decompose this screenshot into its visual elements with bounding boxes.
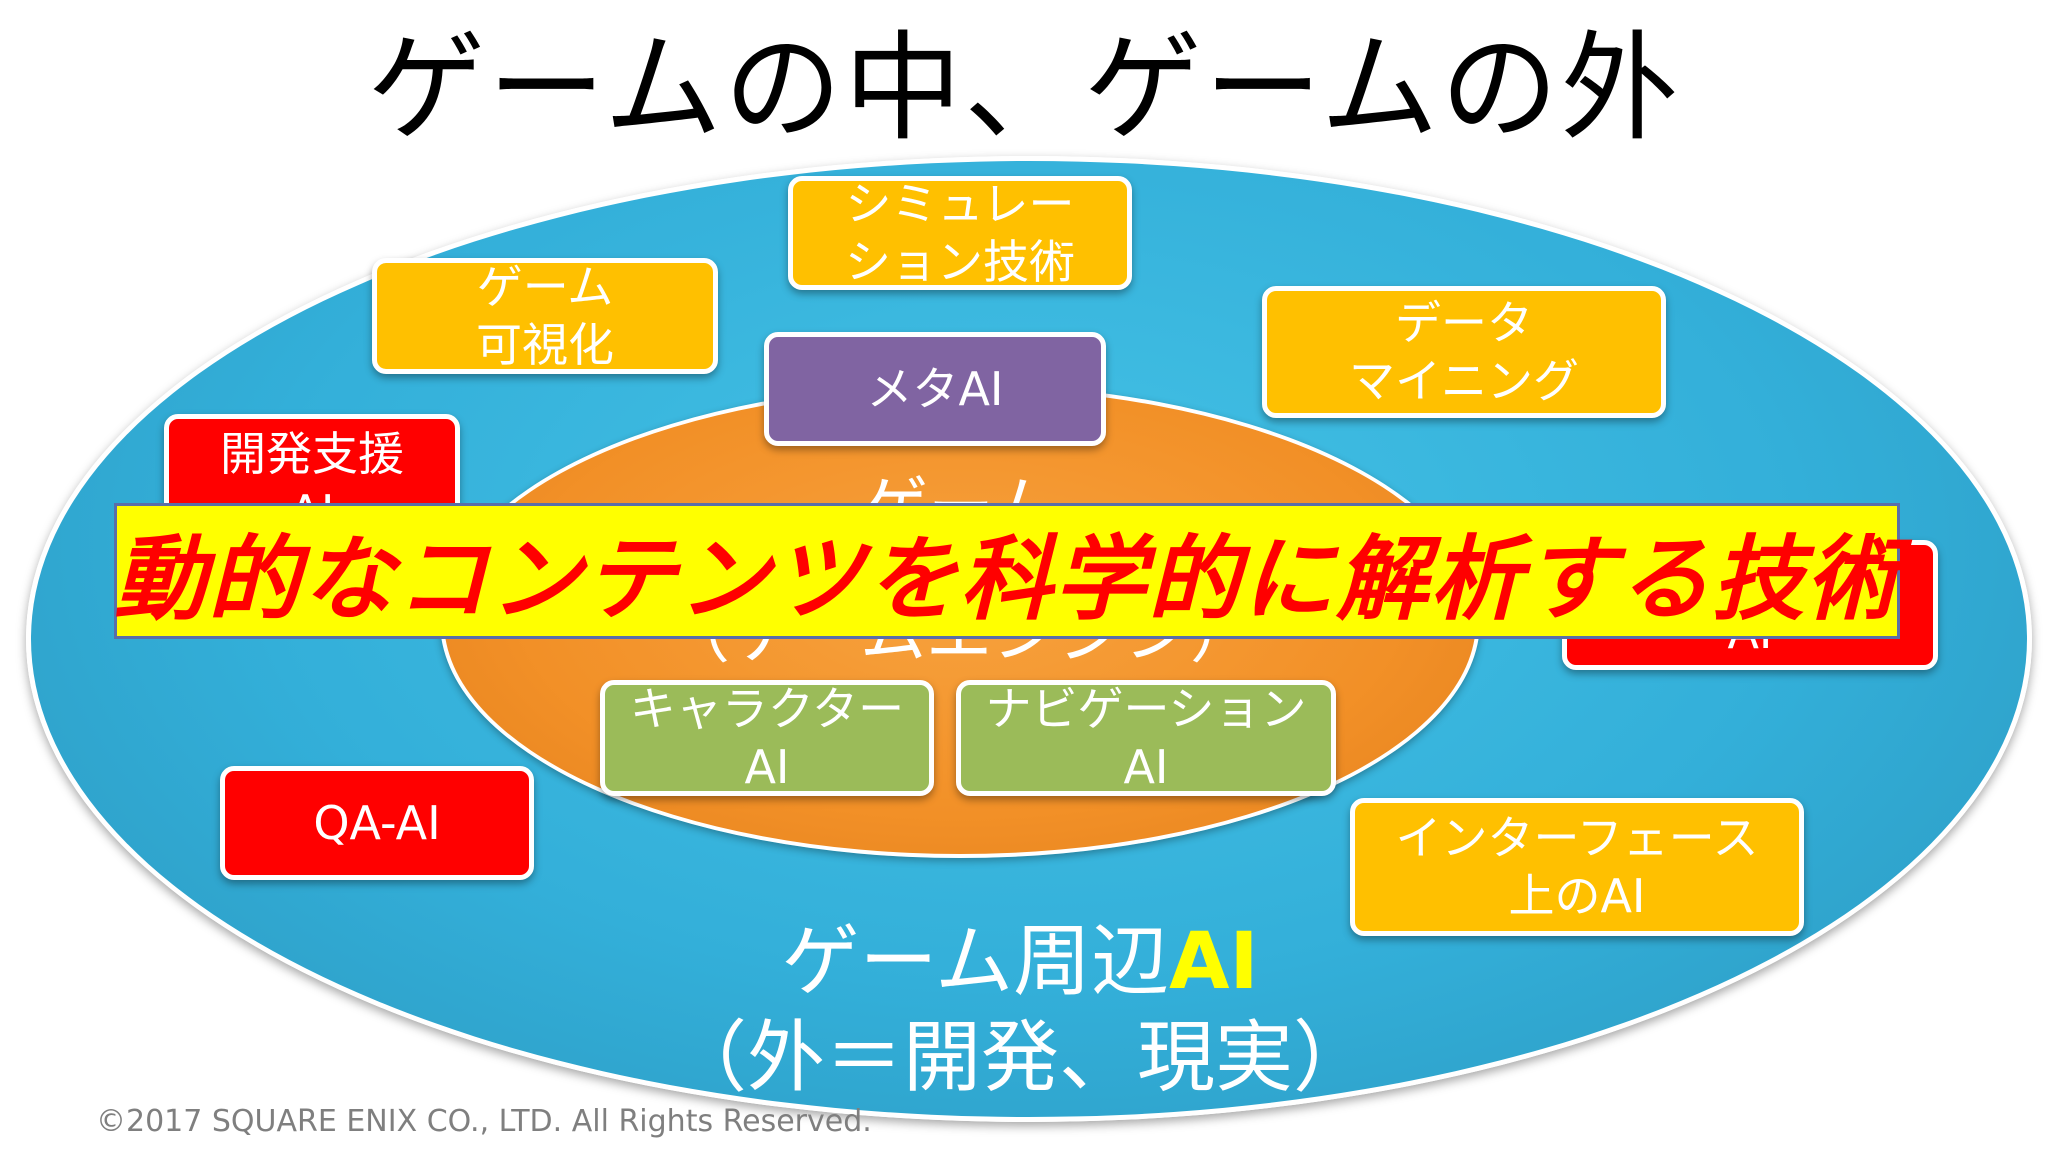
box-interface-ai-line2: 上のAI [1508,869,1646,923]
box-game-visualization-line1: ゲーム [476,260,614,314]
box-data-mining-line2: マイニング [1349,354,1579,408]
box-qa-ai-label: QA-AI [313,796,441,850]
box-data-mining: データ マイニング [1262,286,1666,418]
box-game-visualization: ゲーム 可視化 [372,258,718,374]
box-game-visualization-line2: 可視化 [476,318,614,372]
box-navigation-ai-line1: ナビゲーション [985,682,1307,736]
outer-label-main: ゲーム周辺AI [560,916,1480,1008]
box-simulation-line1: シミュレー [845,177,1075,231]
box-simulation-line2: ション技術 [845,235,1075,289]
box-navigation-ai-line2: AI [1123,740,1169,794]
copyright-notice: ©2017 SQUARE ENIX CO., LTD. All Rights R… [96,1104,872,1139]
box-interface-ai-line1: インターフェース [1395,811,1759,865]
box-character-ai: キャラクター AI [600,680,934,796]
box-character-ai-line1: キャラクター [629,682,905,736]
box-meta-ai-label: メタAI [866,362,1004,416]
outer-label-ai: AI [1169,917,1259,1007]
outer-label-sub: （外＝開発、現実） [668,1013,1371,1103]
box-data-mining-line1: データ [1395,296,1533,350]
box-meta-ai: メタAI [764,332,1106,446]
box-qa-ai: QA-AI [220,766,534,880]
highlight-banner: 動的なコンテンツを科学的に解析する技術 [114,503,1900,639]
slide-title: ゲームの中、ゲームの外 [367,19,1681,157]
box-simulation: シミュレー ション技術 [788,176,1132,290]
outer-label-text: ゲーム周辺 [781,917,1170,1007]
box-dev-support-ai-line1: 開発支援 [220,427,404,481]
box-navigation-ai: ナビゲーション AI [956,680,1336,796]
box-interface-ai: インターフェース 上のAI [1350,798,1804,936]
box-character-ai-line2: AI [744,740,790,794]
